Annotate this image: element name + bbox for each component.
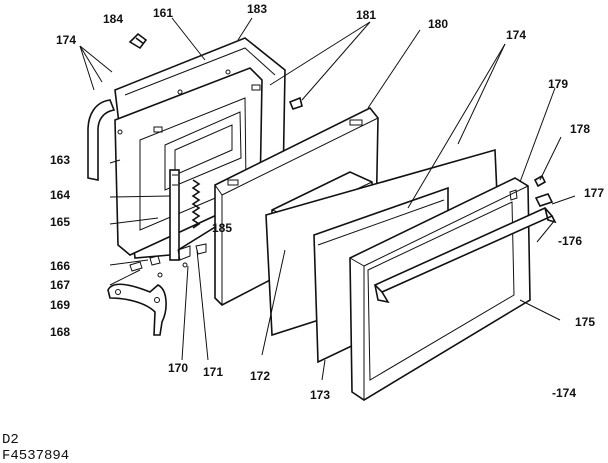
label-181: 181	[356, 8, 376, 22]
label-172: 172	[250, 369, 270, 383]
label-180: 180	[428, 17, 448, 31]
part-177-bracket	[534, 193, 554, 207]
label-165: 165	[50, 215, 70, 229]
label-166: 166	[50, 259, 70, 273]
label-184: 184	[103, 12, 123, 26]
footer-line-2: F4537894	[2, 448, 69, 463]
label-168: 168	[50, 325, 70, 339]
label-164: 164	[50, 188, 70, 202]
part-178-clip	[533, 174, 547, 188]
part-185-spring	[191, 179, 201, 229]
label-178: 178	[570, 122, 590, 136]
label-171: 171	[203, 365, 223, 379]
part-163-handle	[87, 99, 116, 181]
label-176: -176	[558, 234, 582, 248]
part-164-hinge	[169, 169, 180, 261]
label-177: 177	[584, 186, 604, 200]
part-175-outer-frame	[349, 177, 531, 401]
label-174-top-left: 174	[56, 33, 76, 47]
part-184-clip	[128, 32, 148, 50]
part-161-window	[164, 111, 242, 191]
label-175: 175	[575, 315, 595, 329]
label-163: 163	[50, 153, 70, 167]
leader-lines	[79, 17, 576, 381]
part-168-hinge-arm	[107, 283, 167, 336]
label-173: 173	[310, 388, 330, 402]
footer-line-1: D2	[2, 432, 19, 448]
label-185: 185	[212, 221, 232, 235]
part-181-screw	[288, 96, 303, 110]
label-183: 183	[247, 2, 267, 16]
label-179: 179	[548, 77, 568, 91]
label-167: 167	[50, 278, 70, 292]
label-170: 170	[168, 361, 188, 375]
label-169: 169	[50, 298, 70, 312]
label-174-bottom-right: -174	[552, 386, 576, 400]
label-161: 161	[153, 6, 173, 20]
label-174-top-right: 174	[506, 28, 526, 42]
